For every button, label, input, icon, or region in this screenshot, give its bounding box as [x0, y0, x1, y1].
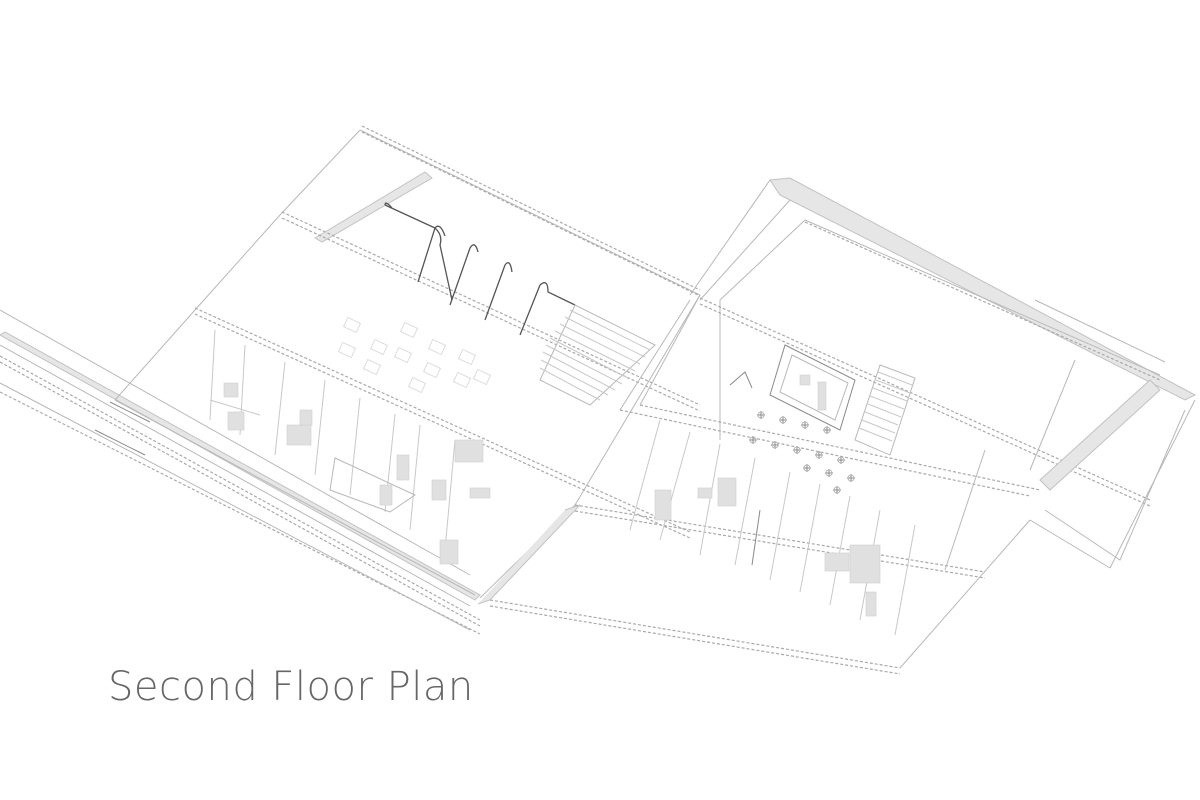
left-faint-furniture [337, 316, 492, 394]
right-cells [629, 419, 916, 636]
right-stair [854, 364, 916, 456]
lecture-seating [384, 202, 576, 336]
connector [619, 294, 701, 411]
right-block [489, 177, 1197, 675]
cafe-tables [749, 411, 855, 494]
left-cells [209, 329, 491, 565]
left-block [114, 125, 701, 605]
cafe-counter [729, 344, 856, 431]
plan-title: Second Floor Plan [108, 664, 474, 710]
left-stair [539, 304, 656, 406]
